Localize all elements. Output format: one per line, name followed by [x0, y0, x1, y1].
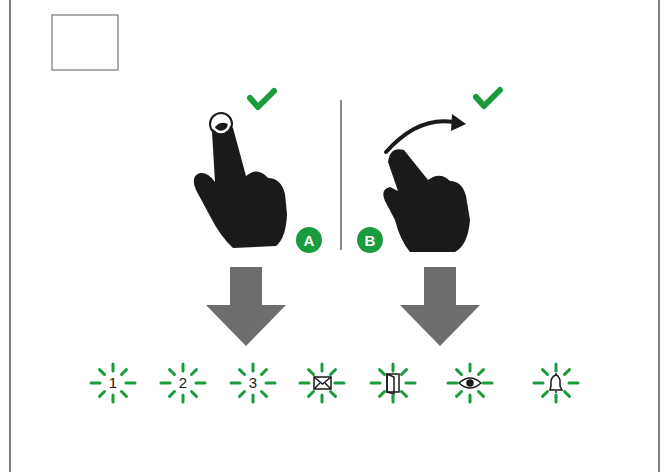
envelope-icon [325, 383, 331, 389]
blink-ray [448, 382, 457, 385]
frame-line [9, 0, 11, 472]
blink-ray [182, 395, 185, 402]
checkmark [250, 91, 274, 107]
swipe-hand [383, 149, 470, 252]
blink-ray [240, 370, 245, 375]
indicator-number: 3 [243, 374, 263, 392]
tap-hand [194, 123, 287, 248]
envelope-icon [314, 377, 331, 384]
blink-ray [100, 391, 105, 396]
blink-ray [371, 382, 380, 385]
blink-ray [261, 370, 266, 375]
badge-letter: A [304, 233, 315, 248]
blink-ray [457, 391, 462, 396]
blink-ray [191, 370, 196, 375]
tap-ring [213, 116, 229, 132]
blink-ray [112, 395, 115, 402]
blink-ray [112, 364, 115, 371]
step-badge: B [357, 227, 383, 253]
blink-ray [182, 364, 185, 371]
blink-ray [543, 370, 548, 375]
blink-ray [401, 391, 406, 396]
badge-letter: B [365, 233, 376, 248]
blink-ray [121, 370, 126, 375]
blink-ray [170, 391, 175, 396]
blink-rays [91, 364, 578, 402]
blink-ray [126, 382, 135, 385]
blink-ray [170, 370, 175, 375]
checkmark [476, 90, 500, 106]
blink-ray [478, 370, 483, 375]
blink-ray [321, 364, 324, 371]
blink-ray [335, 382, 344, 385]
indicator-number: 1 [103, 374, 123, 392]
blink-ray [555, 364, 558, 371]
blink-ray [534, 382, 543, 385]
blink-ray [266, 382, 275, 385]
envelope-icon [314, 377, 331, 389]
blink-ray [330, 391, 335, 396]
blink-ray [252, 364, 255, 371]
indicator-number: 2 [173, 374, 193, 392]
divider-line [340, 100, 342, 250]
bell-icon [555, 391, 557, 393]
blink-ray [300, 382, 309, 385]
blink-ray [469, 395, 472, 402]
blink-ray [555, 395, 558, 402]
blink-ray [252, 395, 255, 402]
blink-ray [392, 364, 395, 371]
tap-ring [210, 113, 232, 135]
down-arrow [400, 305, 480, 346]
blink-ray [100, 370, 105, 375]
blink-ray [569, 382, 578, 385]
step-badge: A [296, 227, 322, 253]
blink-ray [380, 391, 385, 396]
blink-ray [478, 391, 483, 396]
blink-ray [309, 391, 314, 396]
blink-ray [564, 391, 569, 396]
down-arrow [230, 267, 262, 306]
blink-ray [196, 382, 205, 385]
blink-ray [483, 382, 492, 385]
bell-icon [550, 375, 562, 390]
eye-icon [459, 378, 481, 388]
blink-ray [401, 370, 406, 375]
blink-ray [380, 370, 385, 375]
blink-ray [161, 382, 170, 385]
down-arrow [424, 267, 456, 306]
envelope-icon [314, 383, 320, 389]
blink-ray [321, 395, 324, 402]
blink-ray [191, 391, 196, 396]
blink-ray [91, 382, 100, 385]
blink-ray [330, 370, 335, 375]
blink-ray [121, 391, 126, 396]
blink-ray [457, 370, 462, 375]
blink-ray [469, 364, 472, 371]
blink-ray [543, 391, 548, 396]
bell-icon [555, 373, 557, 375]
blink-ray [231, 382, 240, 385]
swipe-arrow [386, 121, 454, 152]
blink-ray [261, 391, 266, 396]
frame-line [658, 0, 660, 472]
eye-icon [467, 380, 473, 386]
blink-ray [564, 370, 569, 375]
check-box [52, 15, 118, 70]
blink-ray [240, 391, 245, 396]
down-arrow [206, 305, 286, 346]
door-icon [387, 374, 394, 394]
blink-ray [309, 370, 314, 375]
blink-ray [406, 382, 415, 385]
swipe-arrowhead [451, 114, 466, 131]
blink-ray [392, 395, 395, 402]
